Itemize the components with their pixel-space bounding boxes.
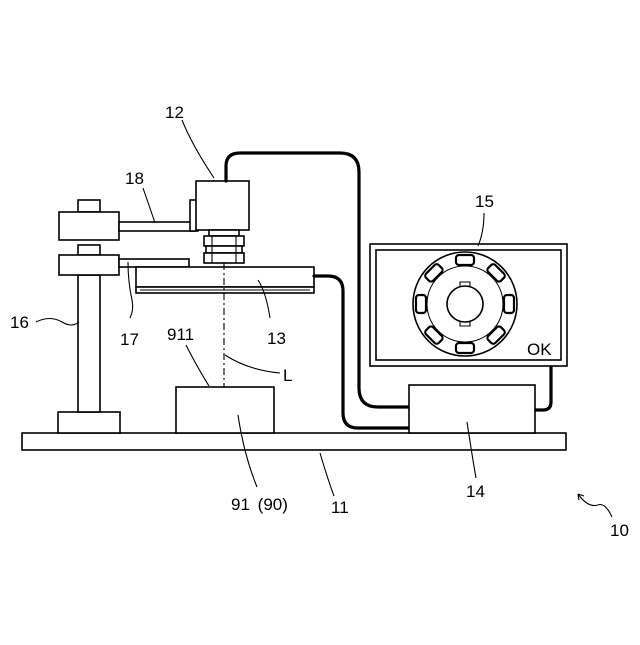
label-display: 15: [475, 192, 494, 211]
bearing-roller: [456, 255, 474, 265]
label-optical-axis: L: [283, 366, 292, 385]
label-controller: 14: [466, 482, 485, 501]
label-workpiece-number: 91: [231, 495, 250, 514]
label-camera-arm: 18: [125, 169, 144, 188]
display-status-text: OK: [527, 340, 552, 359]
label-camera: 12: [165, 103, 184, 122]
label-light-arm: 17: [120, 330, 139, 349]
label-workpiece: 91 (90): [231, 495, 288, 514]
label-system: 10: [610, 521, 629, 540]
label-light: 13: [267, 329, 286, 348]
camera: [196, 181, 249, 263]
bearing-roller: [504, 295, 514, 313]
bearing-roller: [456, 343, 474, 353]
label-workpiece-group: (90): [258, 495, 288, 514]
ring-light: [136, 267, 314, 293]
display-cable: [535, 364, 551, 410]
workpiece: [176, 387, 274, 433]
label-column: 16: [10, 313, 29, 332]
label-workpiece-top: 911: [167, 325, 194, 344]
label-base: 11: [331, 498, 349, 517]
controller: [409, 385, 535, 433]
bearing-roller: [416, 295, 426, 313]
base-plate: [22, 433, 566, 450]
